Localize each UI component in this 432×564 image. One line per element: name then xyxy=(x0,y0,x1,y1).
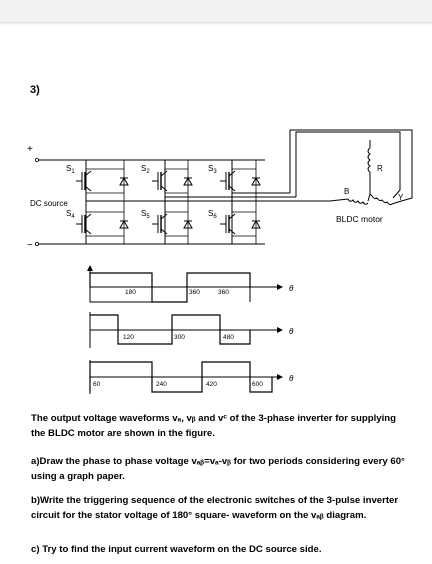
wave1-label-3: 360 xyxy=(218,289,229,296)
minus-sign: − xyxy=(27,240,33,251)
waveform-vc xyxy=(89,360,283,394)
question-intro: The output voltage waveforms vₐ, vᵦ and … xyxy=(31,413,396,439)
motor-windings xyxy=(347,140,399,206)
switch-label-s2: S2 xyxy=(141,164,150,175)
top-bar xyxy=(0,0,432,23)
waveform-vb xyxy=(89,312,283,348)
wave2-label-2: 300 xyxy=(174,334,185,341)
switch-s1 xyxy=(75,170,92,192)
wave2-label-1: 120 xyxy=(123,334,134,341)
switch-label-s3: S3 xyxy=(208,164,217,175)
theta-label-3: θ xyxy=(289,374,294,383)
question-part-c: c) Try to find the input current wavefor… xyxy=(31,544,322,555)
switch-label-s4: S4 xyxy=(66,209,75,220)
question-number: 3) xyxy=(30,84,40,96)
question-part-a: a)Draw the phase to phase voltage vₐᵦ=vₐ… xyxy=(31,456,405,482)
wave3-label-2: 240 xyxy=(156,381,167,388)
switch-label-s1: S1 xyxy=(66,164,75,175)
plus-sign: + xyxy=(27,144,33,155)
dc-source-label: DC source xyxy=(30,199,68,208)
phase-y-label: Y xyxy=(398,193,404,202)
phase-b-label: B xyxy=(344,187,349,196)
theta-label-1: θ xyxy=(289,284,294,293)
wave2-label-3: 480 xyxy=(223,334,234,341)
switch-s4 xyxy=(75,213,92,235)
switch-label-s5: S5 xyxy=(141,209,150,220)
wave1-label-2: 360 xyxy=(189,289,200,296)
wave3-label-1: 60 xyxy=(93,381,101,388)
switch-s6 xyxy=(219,213,236,235)
wave1-label-1: 180 xyxy=(125,289,136,296)
wave3-label-4: 600 xyxy=(252,381,263,388)
wave3-label-3: 420 xyxy=(206,381,217,388)
motor-label: BLDC motor xyxy=(336,214,383,224)
switch-label-s6: S6 xyxy=(208,209,217,220)
phase-r-label: R xyxy=(377,164,383,173)
theta-label-2: θ xyxy=(289,327,294,336)
question-part-b: b)Write the triggering sequence of the e… xyxy=(31,495,399,521)
waveform-va xyxy=(87,265,283,303)
inverter-figure: + − DC source S1 S2 S3 S4 S5 S6 xyxy=(27,129,413,394)
switch-s3 xyxy=(219,170,236,192)
